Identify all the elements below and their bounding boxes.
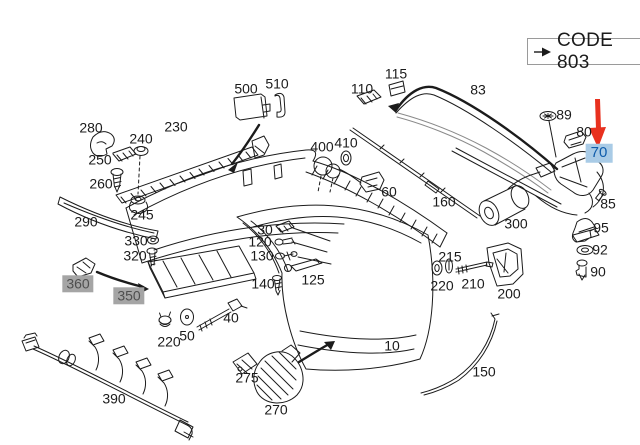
part-label-280[interactable]: 280 [79, 119, 103, 136]
part-label-140[interactable]: 140 [251, 275, 275, 292]
part-label-95[interactable]: 95 [593, 219, 609, 236]
part-art-110 [356, 89, 382, 105]
part-label-400[interactable]: 400 [310, 138, 334, 155]
part-label-40[interactable]: 40 [223, 309, 239, 326]
part-label-360[interactable]: 360 [62, 275, 94, 293]
part-label-90[interactable]: 90 [590, 263, 606, 280]
part-label-120[interactable]: 120 [248, 233, 272, 250]
part-label-220-left[interactable]: 220 [157, 333, 181, 350]
part-label-500[interactable]: 500 [234, 80, 258, 97]
part-art-95 [571, 218, 600, 243]
part-label-410[interactable]: 410 [334, 134, 358, 151]
part-label-320[interactable]: 320 [123, 247, 147, 264]
part-label-110[interactable]: 110 [350, 80, 374, 97]
part-art-260 [110, 168, 124, 193]
bumper-inner-shell-art [125, 149, 345, 264]
part-art-290 [57, 196, 159, 240]
part-art-500-510 [228, 92, 286, 173]
red-arrow-icon [589, 99, 606, 148]
part-art-90 [575, 259, 588, 281]
part-art-270-275 [232, 341, 335, 404]
part-art-360-350 [72, 245, 257, 299]
part-art-80 [563, 130, 587, 149]
part-label-215[interactable]: 215 [438, 248, 462, 265]
part-label-240[interactable]: 240 [129, 130, 153, 147]
code-badge: CODE 803 [527, 30, 640, 73]
part-label-275[interactable]: 275 [235, 369, 259, 386]
part-label-89[interactable]: 89 [556, 106, 572, 123]
part-label-250[interactable]: 250 [88, 151, 112, 168]
part-label-150[interactable]: 150 [472, 363, 496, 380]
part-label-115[interactable]: 115 [384, 65, 408, 82]
part-label-70[interactable]: 70 [585, 143, 613, 163]
rear-strips-art [349, 85, 562, 219]
part-art-40-50-220 [158, 298, 248, 332]
part-label-270[interactable]: 270 [264, 401, 288, 418]
part-label-350[interactable]: 350 [113, 287, 145, 305]
part-label-80[interactable]: 80 [576, 123, 592, 140]
part-label-85[interactable]: 85 [600, 195, 616, 212]
part-label-390[interactable]: 390 [102, 390, 126, 407]
part-art-115 [388, 80, 406, 97]
part-label-83[interactable]: 83 [470, 81, 486, 98]
part-label-245[interactable]: 245 [130, 206, 154, 223]
part-label-510[interactable]: 510 [265, 75, 289, 92]
part-label-60[interactable]: 60 [381, 183, 397, 200]
part-label-260[interactable]: 260 [89, 175, 113, 192]
part-art-92 [576, 245, 594, 255]
part-art-89 [539, 111, 557, 158]
part-label-230[interactable]: 230 [164, 118, 188, 135]
center-fasteners-art [146, 220, 332, 296]
part-art-85 [595, 188, 607, 202]
part-label-160[interactable]: 160 [432, 193, 456, 210]
part-label-130[interactable]: 130 [250, 247, 274, 264]
code-badge-text: CODE 803 [557, 29, 614, 73]
part-label-330[interactable]: 330 [124, 232, 148, 249]
part-label-50[interactable]: 50 [179, 327, 195, 344]
part-label-92[interactable]: 92 [592, 241, 608, 258]
part-art-240 [133, 146, 149, 195]
part-label-220-right[interactable]: 220 [430, 277, 454, 294]
part-label-210[interactable]: 210 [461, 275, 485, 292]
part-art-150 [420, 312, 500, 396]
part-label-290[interactable]: 290 [74, 213, 98, 230]
part-label-30[interactable]: 30 [257, 221, 273, 238]
part-art-60 [338, 168, 385, 193]
part-art-400-410 [313, 150, 352, 193]
part-label-300[interactable]: 300 [504, 215, 528, 232]
part-art-280 [90, 131, 115, 157]
part-art-10 [236, 204, 434, 371]
right-arrow-icon [534, 47, 551, 56]
part-label-125[interactable]: 125 [301, 271, 325, 288]
part-art-300 [478, 162, 556, 226]
part-art-250 [112, 146, 137, 162]
part-art-230 [115, 135, 270, 204]
part-art-390 [21, 332, 194, 441]
part-art-215-220-210 [431, 258, 494, 276]
part-label-200[interactable]: 200 [497, 285, 521, 302]
part-label-10[interactable]: 10 [384, 337, 400, 354]
